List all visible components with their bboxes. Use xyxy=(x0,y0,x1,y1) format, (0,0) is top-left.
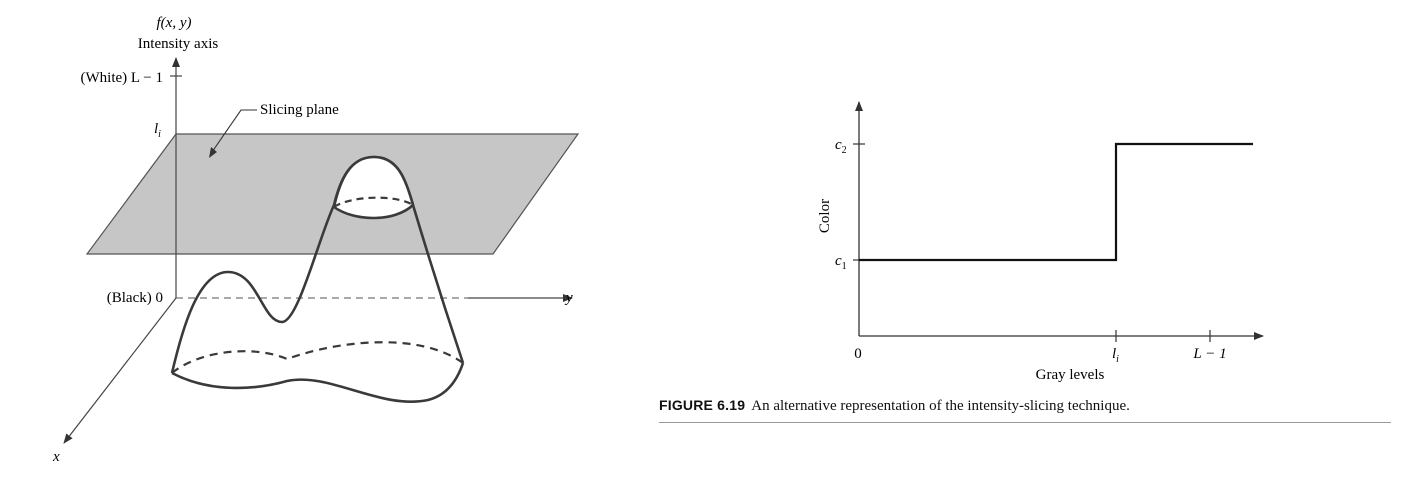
caption-divider xyxy=(659,422,1391,423)
c2-label: c2 xyxy=(835,137,847,156)
intensity-surface xyxy=(170,155,465,374)
chart-ylabel: Color xyxy=(817,199,833,233)
intensity-slicing-3d-diagram: f(x, y) Intensity axis (White) L − 1 li … xyxy=(52,15,580,465)
figure-caption-text: An alternative representation of the int… xyxy=(751,398,1130,414)
white-level-label: (White) L − 1 xyxy=(81,70,163,86)
x-axis-label: x xyxy=(52,449,60,465)
figure-caption: FIGURE 6.19 An alternative representation… xyxy=(659,397,1394,415)
surface-front-edge xyxy=(171,362,465,403)
slicing-plane-callout xyxy=(211,109,257,153)
slicing-plane xyxy=(85,133,580,255)
axis-title-label: Intensity axis xyxy=(138,36,219,52)
black-level-label: (Black) 0 xyxy=(107,290,163,306)
chart-li-subscript: i xyxy=(1116,354,1119,365)
li-level-letter: l xyxy=(154,121,158,137)
li-level-label: li xyxy=(154,121,161,140)
x-axis xyxy=(63,297,177,444)
surface-cap xyxy=(332,155,415,220)
surface-back-edge xyxy=(171,341,464,374)
slicing-plane-callout-head xyxy=(209,147,217,158)
step-function-line xyxy=(859,142,1253,262)
figure-number: FIGURE 6.19 xyxy=(659,397,746,413)
li-level-subscript: i xyxy=(158,129,161,140)
chart-zero-label: 0 xyxy=(854,346,862,362)
surface-cut-back xyxy=(333,196,414,208)
chart-li-label: li xyxy=(1112,346,1119,365)
c1-subscript: 1 xyxy=(842,261,847,272)
chart-li-letter: l xyxy=(1112,346,1116,362)
c1-label: c1 xyxy=(835,253,847,272)
c2-subscript: 2 xyxy=(842,145,847,156)
y-axis-label: y xyxy=(564,290,573,306)
chart-xlabel: Gray levels xyxy=(1036,367,1105,383)
chart-lmax-label: L − 1 xyxy=(1192,346,1226,362)
color-vs-gray-chart: c2 c1 Color 0 li L − 1 Gray levels xyxy=(817,101,1264,383)
slicing-plane-label: Slicing plane xyxy=(260,102,339,118)
c1-letter: c xyxy=(835,253,842,269)
c2-letter: c xyxy=(835,137,842,153)
axis-function-label: f(x, y) xyxy=(157,15,192,31)
